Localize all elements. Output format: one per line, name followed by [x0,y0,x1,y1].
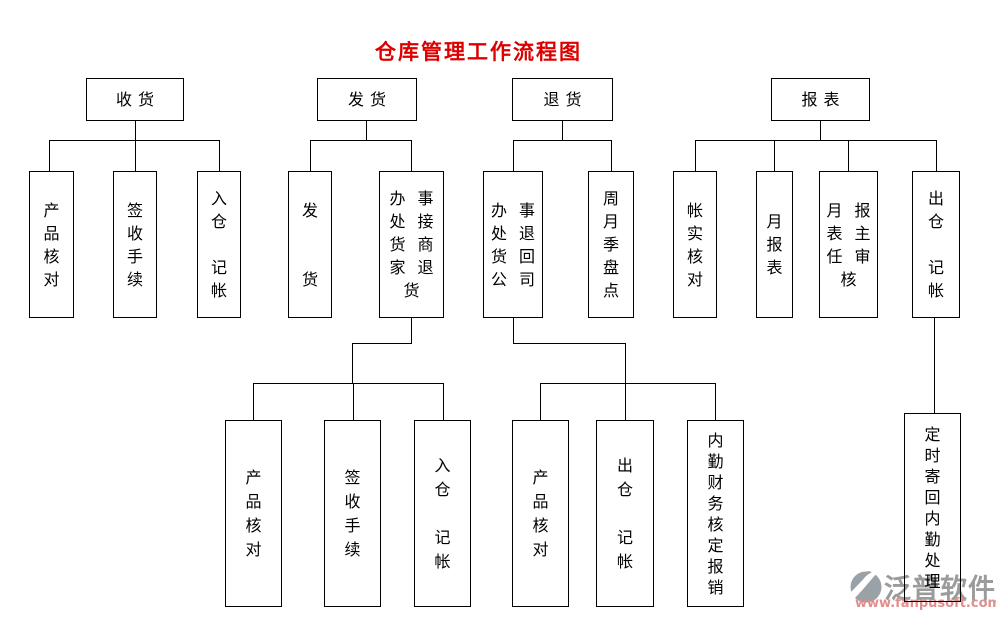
connector [443,383,444,420]
connector [253,383,254,420]
connector [353,383,354,420]
connector [562,121,563,141]
flow-box-inbound-bookkeeping-2: 入 仓 记 帐 [414,420,471,607]
flow-box-label: 产 品 核 对 [43,200,60,289]
flow-box-label: 出 仓 记 帐 [616,455,633,571]
header-label-returns: 退货 [543,90,588,109]
flow-box-label: 发 货 [301,200,318,289]
connector [513,140,612,141]
flow-box-dispatch-goods: 发 货 [288,171,332,318]
flow-box-periodic-stocktake: 周 月 季 盘 点 [588,171,634,318]
flow-box-label: 出 仓 记 帐 [927,189,944,300]
connector [715,383,716,420]
flow-box-product-check: 产 品 核 对 [29,171,74,318]
connector [513,317,514,344]
connector [219,140,220,171]
connector [49,140,50,171]
connector [135,140,136,171]
flow-box-account-reality-check: 帐 实 核 对 [673,171,717,318]
connector [411,140,412,171]
header-box-dispatch: 发货 [317,78,417,121]
connector [625,383,626,420]
flow-box-monthly-report-director-review: 月报 表主 任审 核 [819,171,878,318]
connector [934,317,935,414]
flow-box-label: 月 报 表 [766,212,783,277]
connector [540,383,716,384]
flow-box-label: 签 收 手 续 [126,200,143,289]
diagram-title: 仓库管理工作流程图 [375,40,582,64]
connector [936,140,937,171]
header-box-reports: 报表 [771,78,870,121]
connector [513,140,514,171]
flow-box-monthly-report: 月 报 表 [756,171,793,318]
connector [49,140,220,141]
header-label-reports: 报表 [801,90,846,109]
connector [695,140,696,171]
connector [310,140,311,171]
fanpu-logo-icon [849,570,882,603]
connector [848,140,849,171]
flow-box-label: 入 仓 记 帐 [434,455,451,571]
header-label-receive: 收货 [115,90,160,109]
connector [310,140,412,141]
flow-box-sign-procedure: 签 收 手 续 [113,171,157,318]
flow-box-product-check-2: 产 品 核 对 [225,420,282,607]
connector [352,343,353,383]
connector [411,317,412,344]
header-box-receive: 收货 [86,78,184,121]
flow-box-outbound-bookkeeping: 出 仓 记 帐 [912,171,960,318]
flow-box-label: 内 勤 财 务 核 定 报 销 [707,430,724,597]
connector [820,121,821,141]
watermark-brand-text: 泛普软件 [884,574,996,605]
flow-box-sign-procedure-2: 签 收 手 续 [324,420,381,607]
connector [625,343,626,383]
flow-box-outbound-bookkeeping-2: 出 仓 记 帐 [596,420,654,607]
flow-box-back-office-finance-reimburse: 内 勤 财 务 核 定 报 销 [687,420,744,607]
connector [366,121,367,141]
flow-box-label: 帐 实 核 对 [686,200,703,289]
flow-box-label: 办事 处接 货商 家退 货 [389,189,446,300]
flow-box-label: 办事 处退 货回 公司 [490,200,547,289]
connector [540,383,541,420]
connector [611,140,612,171]
flow-box-label: 月报 表主 任审 核 [826,200,883,289]
flow-box-product-check-3: 产 品 核 对 [512,420,569,607]
connector [253,383,444,384]
flow-box-scheduled-send-back: 定 时 寄 回 内 勤 处 理 [904,413,961,602]
watermark: 泛普软件 www.fanpusoft.com [849,568,996,617]
flow-box-inbound-bookkeeping: 入 仓 记 帐 [197,171,241,318]
header-label-dispatch: 发货 [347,90,392,109]
flow-box-label: 定 时 寄 回 内 勤 处 理 [924,424,941,591]
connector [695,140,937,141]
flow-box-office-receive-merchant-return: 办事 处接 货商 家退 货 [379,171,444,318]
flow-box-label: 产 品 核 对 [532,467,549,559]
header-box-returns: 退货 [512,78,613,121]
connector [774,140,775,171]
flow-box-label: 签 收 手 续 [344,467,361,559]
connector [513,343,626,344]
flow-box-label: 入 仓 记 帐 [210,189,227,300]
connector [352,343,412,344]
flow-box-office-return-to-company: 办事 处退 货回 公司 [483,171,543,318]
flow-box-label: 周 月 季 盘 点 [602,189,619,300]
connector [135,121,136,141]
flow-box-label: 产 品 核 对 [245,467,262,559]
